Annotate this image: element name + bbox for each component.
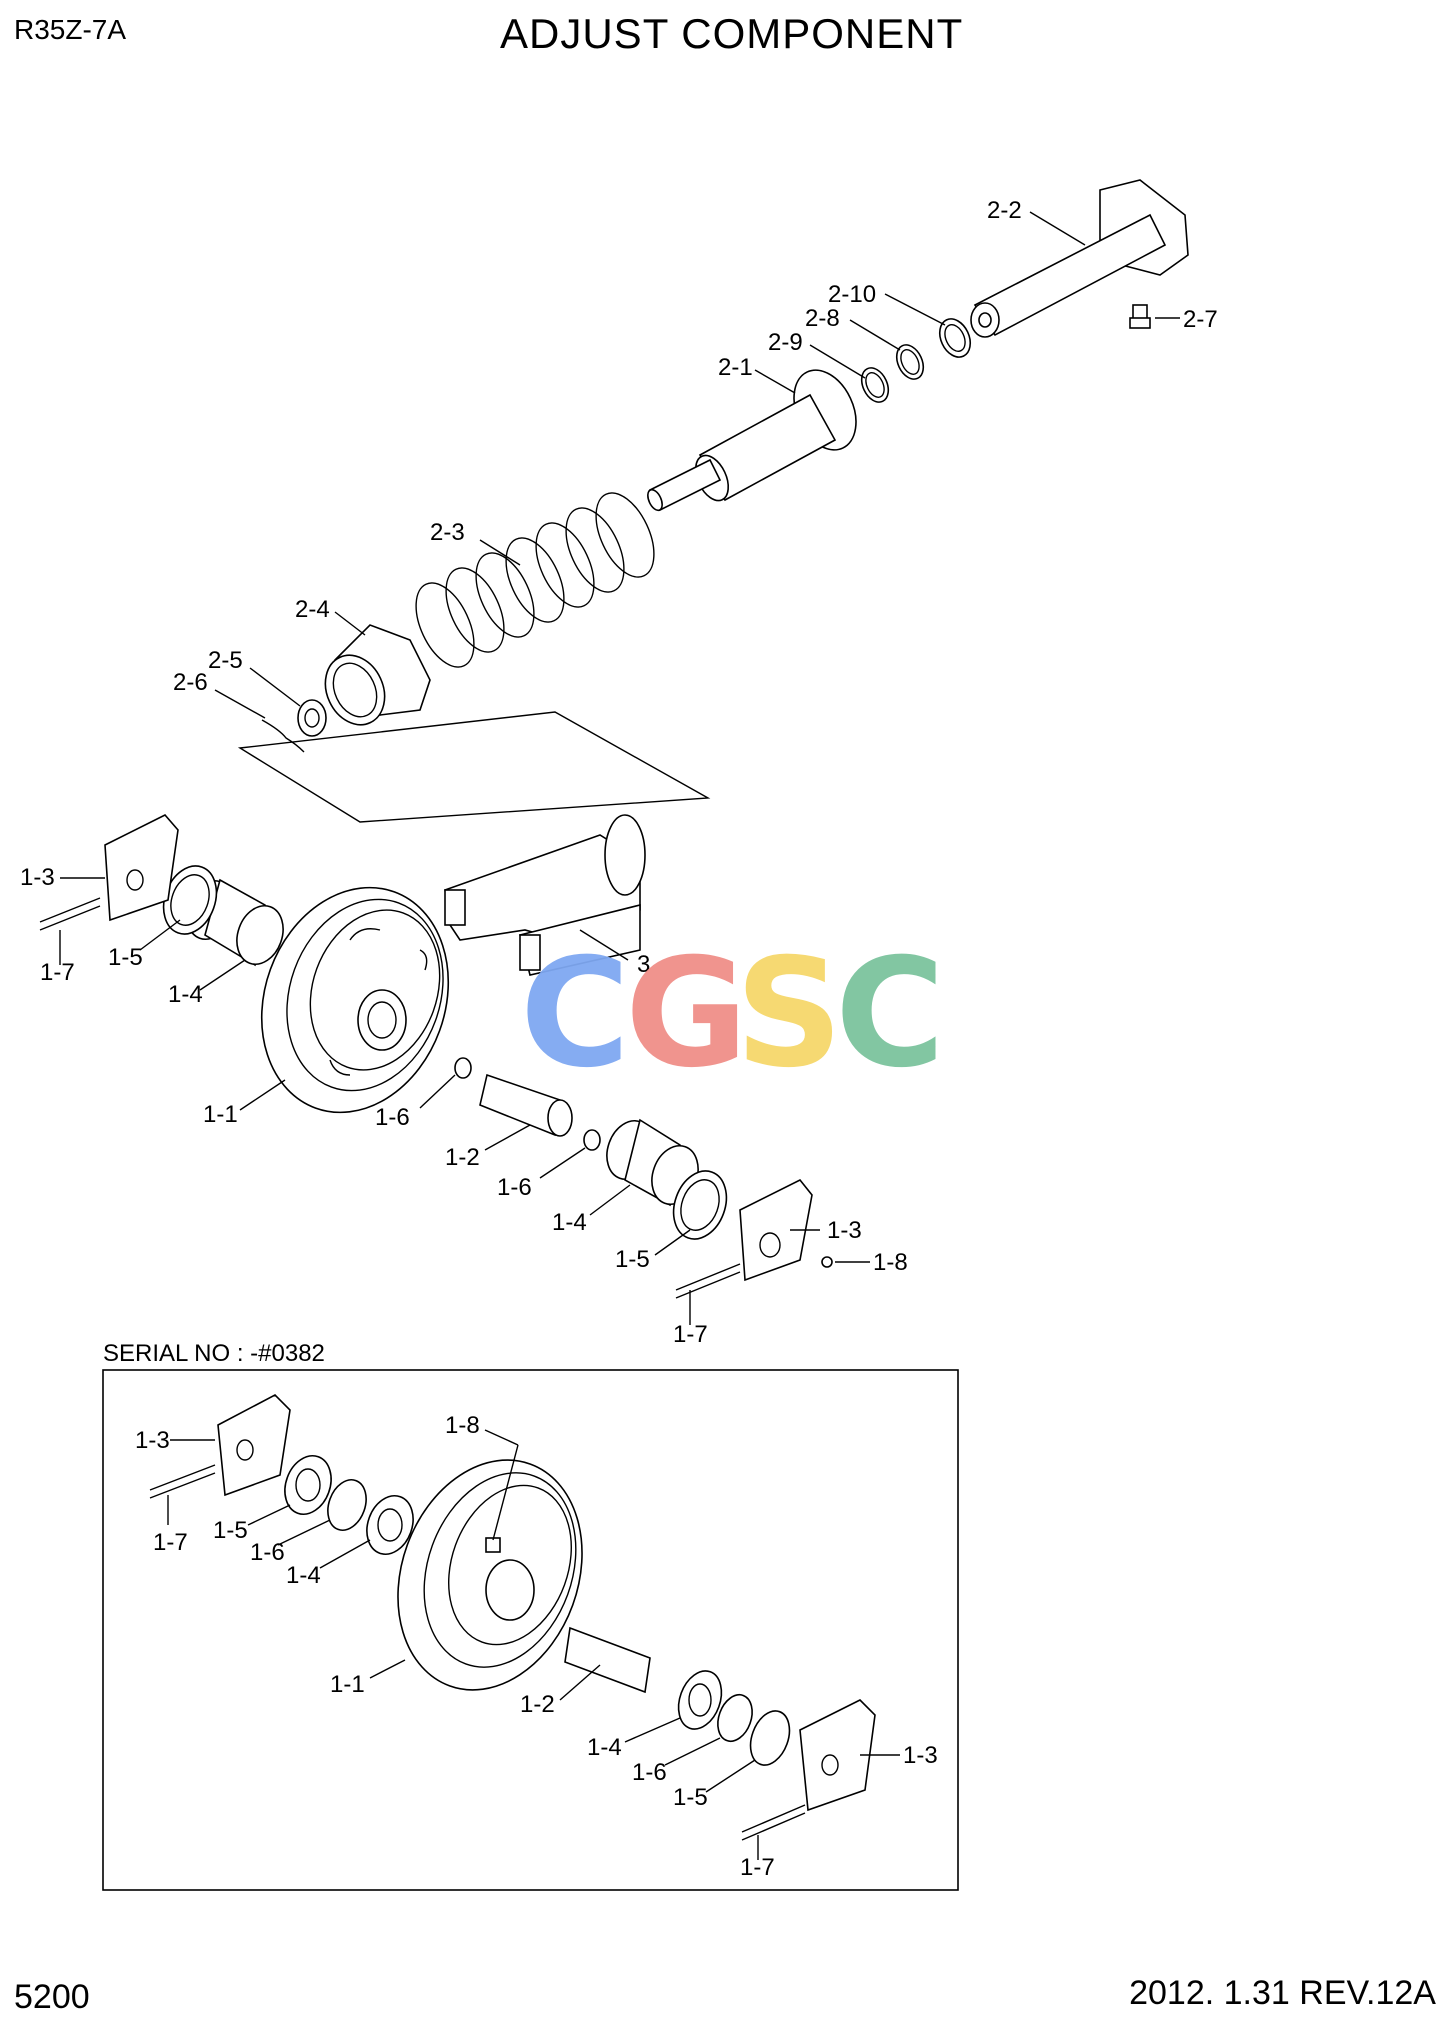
callout-2-8: 2-8 [805,305,840,332]
leader-lines [59,211,1180,1325]
inset-callout-1-8: 1-8 [445,1412,480,1439]
inset-parts [149,1394,876,1841]
callout-2-3: 2-3 [430,519,465,546]
bracket-2-4 [324,624,431,726]
idler-wheel-1-1 [260,886,450,1114]
callout-1-3-left: 1-3 [20,864,55,891]
serial-number-label: SERIAL NO : -#0382 [103,1340,325,1367]
callout-2-1: 2-1 [718,354,753,381]
inset-callout-1-1: 1-1 [330,1671,365,1698]
callout-1-5-left: 1-5 [108,944,143,971]
page-number: 5200 [14,1978,90,2016]
callout-1-8: 1-8 [873,1249,908,1276]
callout-2-2: 2-2 [987,197,1022,224]
inset-callout-1-2: 1-2 [520,1691,555,1718]
watermark-letter-4: C [835,927,945,1101]
callout-1-4-right: 1-4 [552,1209,587,1236]
revision-date: 2012. 1.31 REV.12A [1129,1974,1436,2012]
inset-callout-1-4-left: 1-4 [286,1562,321,1589]
callout-1-6-b: 1-6 [497,1174,532,1201]
yoke-3 [444,814,646,976]
watermark-letter-1: C [520,927,630,1101]
callout-2-7: 2-7 [1183,306,1218,333]
assembly-outline [237,711,711,823]
callout-2-9: 2-9 [768,329,803,356]
callout-1-2: 1-2 [445,1144,480,1171]
callout-2-6: 2-6 [173,669,208,696]
rod-2-1 [647,369,857,512]
callout-2-4: 2-4 [295,596,330,623]
inset-callout-1-7-right: 1-7 [740,1854,775,1881]
callout-1-1: 1-1 [203,1101,238,1128]
support-blocks-1-3 [104,814,833,1282]
callout-1-7-left: 1-7 [40,959,75,986]
callout-2-5: 2-5 [208,647,243,674]
spring-2-3 [415,492,655,668]
seals-1-5 [162,865,728,1240]
cylinder-2-2 [970,179,1189,338]
inset-leader-lines [167,1429,900,1860]
cotter-pin-2-6 [261,719,305,753]
callout-labels-inset: 1-3 1-8 1-7 1-5 1-6 1-4 1-1 1-2 1-4 1-6 … [135,1412,938,1881]
seal-rings-2-8-2-9-2-10 [860,318,972,403]
watermark-letter-3: S [735,927,843,1101]
inset-callout-1-6-left: 1-6 [250,1539,285,1566]
page-title: ADJUST COMPONENT [500,10,964,57]
inset-callout-1-7-left: 1-7 [153,1529,188,1556]
shaft-1-2 [454,1057,601,1151]
nut-2-5 [297,699,327,737]
callout-1-5-right: 1-5 [615,1246,650,1273]
callout-2-10: 2-10 [828,281,876,308]
watermark-letter-2: G [625,927,748,1101]
callout-1-7-right: 1-7 [673,1321,708,1348]
cgsc-watermark: C G S C [520,927,945,1101]
inset-callout-1-4-right: 1-4 [587,1734,622,1761]
callout-1-6-a: 1-6 [375,1104,410,1131]
inset-callout-1-3-left: 1-3 [135,1427,170,1454]
model-number: R35Z-7A [14,14,127,45]
inset-callout-1-5-right: 1-5 [673,1784,708,1811]
callout-1-4-left: 1-4 [168,981,203,1008]
inset-callout-1-3-right: 1-3 [903,1742,938,1769]
callout-1-3-right: 1-3 [827,1217,862,1244]
inset-callout-1-5-left: 1-5 [213,1517,248,1544]
serial-inset-frame [102,1369,959,1891]
callout-labels-upper: 2-2 2-10 2-8 2-7 2-9 2-1 2-3 2-4 2-5 2-6… [20,197,1218,1348]
inset-callout-1-6-right: 1-6 [632,1759,667,1786]
pins-1-7 [39,897,741,1299]
callout-3: 3 [637,951,650,978]
